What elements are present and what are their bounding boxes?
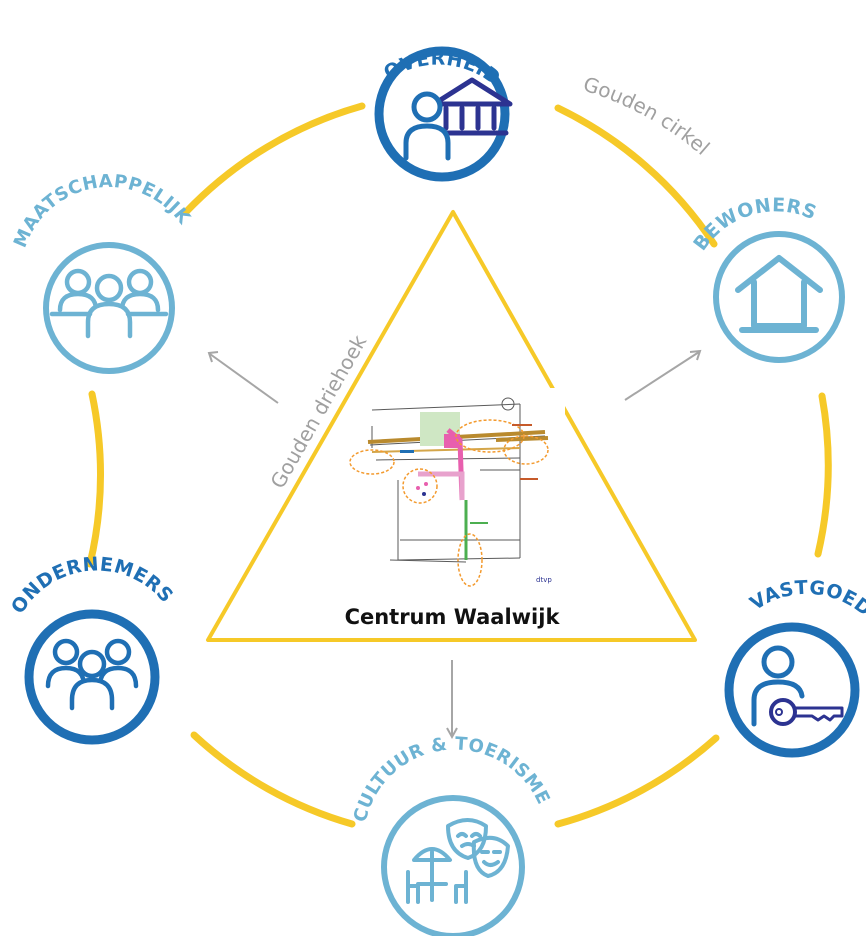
circle-arc <box>190 731 356 828</box>
arrow-to-maatschappelijk <box>209 353 279 404</box>
arrow-head <box>207 351 219 363</box>
circle-arc <box>86 390 104 568</box>
group-icon <box>45 638 139 711</box>
node-vastgoed-label: VASTGOED <box>746 577 866 621</box>
center-title: Centrum Waalwijk <box>345 605 561 629</box>
terrace-masks-icon <box>406 818 510 904</box>
government-icon <box>403 77 513 161</box>
circle-label-text: Gouden cirkel <box>580 72 714 160</box>
node-bewoners: BEWONERS <box>689 194 845 363</box>
node-cultuur: CULTUUR & TOERISME <box>350 733 553 936</box>
node-vastgoed: VASTGOED <box>724 577 866 758</box>
gray-arrows <box>207 349 702 740</box>
node-ondernemers-label: ONDERNEMERS <box>7 553 178 617</box>
arrow-head <box>689 349 702 361</box>
circle-label: Gouden cirkel <box>580 72 714 160</box>
golden-triangle <box>206 210 697 642</box>
node-maatschappelijk: MAATSCHAPPELIJK <box>10 171 195 374</box>
node-maatschappelijk-label: MAATSCHAPPELIJK <box>10 171 195 251</box>
circle-arc <box>554 734 720 828</box>
svg-text:dtvp: dtvp <box>536 576 552 584</box>
golden-circle <box>86 102 832 828</box>
node-overheid: OVERHEID <box>374 46 513 182</box>
arrow-to-bewoners <box>624 351 700 401</box>
map-thumbnail: dtvp <box>349 388 565 587</box>
house-icon <box>735 255 823 333</box>
node-ondernemers: ONDERNEMERS <box>7 553 178 745</box>
meeting-table-icon <box>49 268 169 339</box>
circle-arc <box>814 392 832 558</box>
circle-arc <box>554 104 718 248</box>
arrow-head <box>446 727 458 740</box>
circle-arc <box>182 102 366 216</box>
person-key-icon <box>751 645 844 727</box>
